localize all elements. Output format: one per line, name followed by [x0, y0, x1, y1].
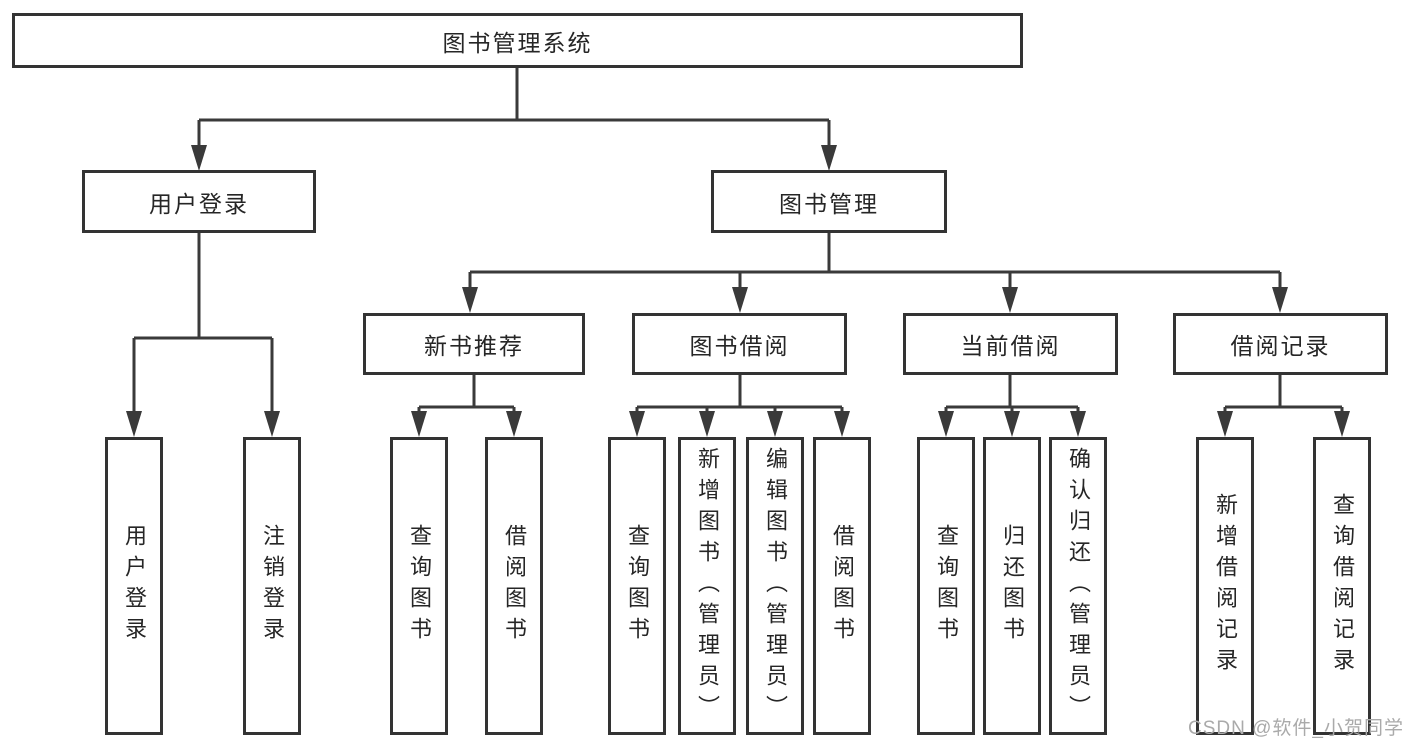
node-user-login-label: 用户登录	[149, 190, 249, 217]
arrowhead	[462, 287, 478, 313]
node-user-login-leaf-label: 用户登录	[122, 524, 147, 648]
node-logout-leaf: 注销登录	[243, 437, 301, 735]
node-borrow-edit-book-admin-label: 编辑图书（管理员）	[763, 446, 788, 726]
connector-current-to-leaves	[938, 375, 1086, 437]
node-borrow-query-book-label: 查询图书	[625, 524, 650, 648]
connector-recommend-to-leaves	[411, 375, 522, 437]
node-user-login-leaf: 用户登录	[105, 437, 163, 735]
node-user-login: 用户登录	[82, 170, 316, 233]
node-borrow-borrow-book: 借阅图书	[813, 437, 871, 735]
arrowhead	[126, 411, 142, 437]
arrowhead	[1002, 287, 1018, 313]
arrowhead	[699, 411, 715, 437]
node-book-management-label: 图书管理	[779, 190, 879, 217]
arrowhead	[834, 411, 850, 437]
node-root-label: 图书管理系统	[442, 29, 593, 56]
watermark-text: CSDN @软件_小贺同学	[1188, 718, 1404, 739]
node-borrow-add-book-admin: 新增图书（管理员）	[678, 437, 736, 735]
connector-records-to-leaves	[1217, 375, 1350, 437]
connector-root-to-level2	[191, 68, 837, 171]
node-recommend-borrow-book-label: 借阅图书	[502, 524, 527, 648]
node-records-query-record-label: 查询借阅记录	[1330, 493, 1355, 679]
arrowhead	[938, 411, 954, 437]
node-records-add-record-label: 新增借阅记录	[1213, 493, 1238, 679]
connector-borrow-to-leaves	[629, 375, 850, 437]
arrowhead	[629, 411, 645, 437]
node-borrow-edit-book-admin: 编辑图书（管理员）	[746, 437, 804, 735]
node-current-confirm-return-admin-label: 确认归还（管理员）	[1066, 446, 1091, 726]
connector-management-to-level3	[462, 233, 1288, 313]
node-new-book-recommend-label: 新书推荐	[424, 333, 524, 359]
node-book-borrow-label: 图书借阅	[689, 333, 790, 359]
arrowhead	[767, 411, 783, 437]
arrowhead	[1217, 411, 1233, 437]
arrowhead	[506, 411, 522, 437]
node-borrow-borrow-book-label: 借阅图书	[830, 524, 855, 648]
connector-login-to-leaves	[126, 233, 280, 437]
arrowhead	[1070, 411, 1086, 437]
node-book-borrow: 图书借阅	[632, 313, 847, 375]
node-records-add-record: 新增借阅记录	[1196, 437, 1254, 735]
node-current-confirm-return-admin: 确认归还（管理员）	[1049, 437, 1107, 735]
node-current-query-book-label: 查询图书	[934, 524, 959, 648]
node-current-borrow: 当前借阅	[903, 313, 1118, 375]
node-current-query-book: 查询图书	[917, 437, 975, 735]
node-recommend-borrow-book: 借阅图书	[485, 437, 543, 735]
node-new-book-recommend: 新书推荐	[363, 313, 585, 375]
node-logout-leaf-label: 注销登录	[260, 524, 285, 648]
node-recommend-query-book-label: 查询图书	[407, 524, 432, 648]
node-records-query-record: 查询借阅记录	[1313, 437, 1371, 735]
arrowhead	[1004, 411, 1020, 437]
node-borrow-query-book: 查询图书	[608, 437, 666, 735]
node-current-return-book-label: 归还图书	[1000, 524, 1025, 648]
arrowhead	[411, 411, 427, 437]
node-book-management: 图书管理	[711, 170, 947, 233]
node-current-return-book: 归还图书	[983, 437, 1041, 735]
node-borrow-records: 借阅记录	[1173, 313, 1388, 375]
arrowhead	[191, 145, 207, 171]
arrowhead	[1334, 411, 1350, 437]
arrowhead	[264, 411, 280, 437]
arrowhead	[1272, 287, 1288, 313]
node-borrow-records-label: 借阅记录	[1230, 333, 1331, 359]
arrowhead	[821, 145, 837, 171]
node-recommend-query-book: 查询图书	[390, 437, 448, 735]
node-borrow-add-book-admin-label: 新增图书（管理员）	[695, 446, 720, 726]
node-current-borrow-label: 当前借阅	[960, 333, 1061, 359]
node-root: 图书管理系统	[12, 13, 1023, 68]
arrowhead	[732, 287, 748, 313]
